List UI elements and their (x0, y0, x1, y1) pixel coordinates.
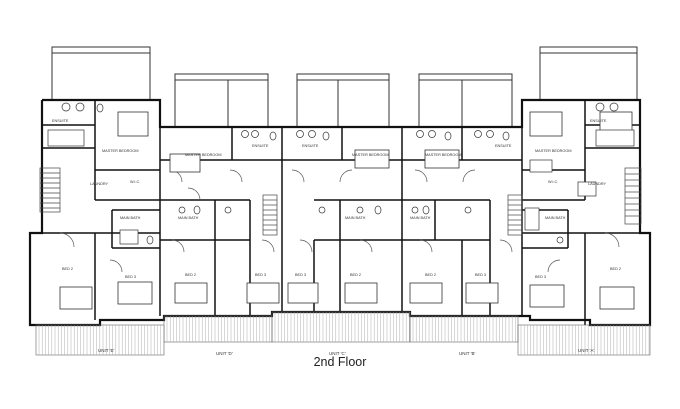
room-label-ensuite: ENSUITE (52, 119, 69, 123)
unit-label: UNIT 'E' (98, 348, 115, 353)
beds (59, 111, 635, 310)
room-label-main-bath: MAIN BATH (345, 216, 366, 220)
room-label-ensuite: ENSUITE (495, 144, 512, 148)
room-label-bed: BED 3 (125, 275, 136, 279)
room-label-ensuite: ENSUITE (252, 144, 269, 148)
room-label-main-bath: MAIN BATH (545, 216, 566, 220)
room-label-main-bath: MAIN BATH (120, 216, 141, 220)
room-label-laundry: LAUNDRY (588, 182, 607, 186)
room-label-bed: BED 3 (255, 273, 266, 277)
room-label-ensuite: ENSUITE (302, 144, 319, 148)
room-label-bed: BED 3 (295, 273, 306, 277)
room-label-bed: BED 2 (62, 267, 73, 271)
door-swings (59, 169, 620, 273)
fixtures (47, 102, 635, 245)
unit-label: UNIT 'A' (578, 348, 595, 353)
stairs (39, 167, 642, 236)
bottom-decks (35, 311, 651, 356)
deck-hatching (38, 312, 650, 355)
room-label-bed: BED 3 (475, 273, 486, 277)
room-label-master-bedroom: MASTER BEDROOM (102, 149, 139, 153)
room-label-master-bedroom: MASTER BEDROOM (185, 153, 222, 157)
room-label-bed: BED 2 (610, 267, 621, 271)
room-label-main-bath: MAIN BATH (410, 216, 431, 220)
room-label-main-bath: MAIN BATH (178, 216, 199, 220)
room-labels: ENSUITE MASTER BEDROOM LAUNDRY W.I.C. MA… (52, 119, 621, 279)
unit-label: UNIT 'C' (329, 351, 346, 356)
room-label-bed: BED 2 (350, 273, 361, 277)
room-label-bed: BED 3 (535, 275, 546, 279)
unit-label: UNIT 'D' (216, 351, 233, 356)
floor-title: 2nd Floor (313, 355, 367, 369)
unit-label: UNIT 'B' (459, 351, 476, 356)
room-label-master-bedroom: MASTER BEDROOM (535, 149, 572, 153)
room-label-master-bedroom: MASTER BEDROOM (352, 153, 389, 157)
room-label-wic: W.I.C. (130, 180, 140, 184)
room-label-laundry: LAUNDRY (90, 182, 109, 186)
room-label-bed: BED 2 (425, 273, 436, 277)
room-label-bed: BED 2 (185, 273, 196, 277)
room-label-wic: W.I.C. (548, 180, 558, 184)
unit-labels: UNIT 'E' UNIT 'D' UNIT 'C' UNIT 'B' UNIT… (98, 348, 595, 356)
room-label-master-bedroom: MASTER BEDROOM (425, 153, 462, 157)
room-label-ensuite: ENSUITE (590, 119, 607, 123)
